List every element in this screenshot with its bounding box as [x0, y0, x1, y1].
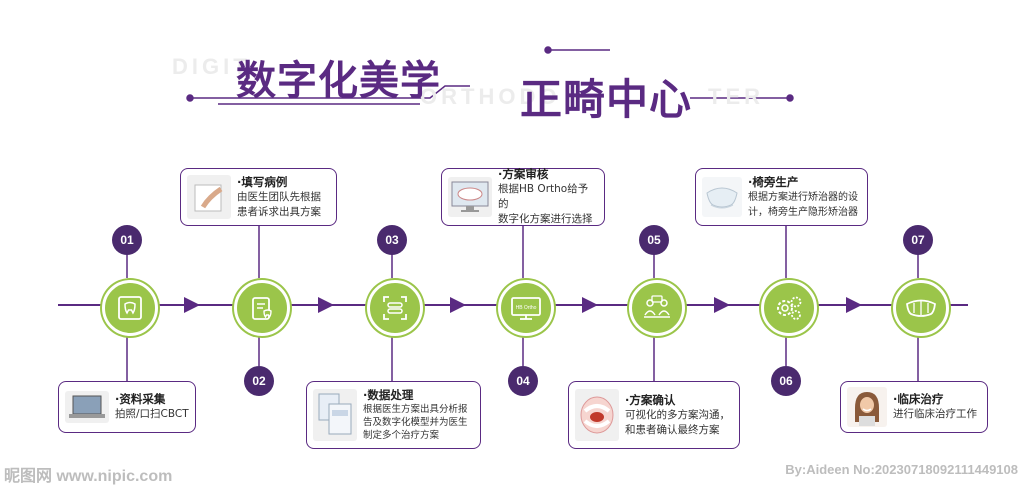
arrow-1 [184, 297, 200, 313]
step-node-5 [629, 280, 685, 336]
step-number-badge: 03 [377, 225, 407, 255]
aligner-image [702, 177, 742, 217]
teeth-icon [906, 299, 936, 317]
step-desc-line: 数字化方案进行选择 [498, 213, 593, 225]
step-number-badge: 07 [903, 225, 933, 255]
monitor-label: HB Ortho [516, 305, 537, 311]
monitor-icon: HB Ortho [511, 297, 541, 320]
reports-image [313, 389, 357, 441]
step-node-7 [893, 280, 949, 336]
mouth-model-image [575, 389, 619, 441]
watermark-word-1: DIGIT [172, 54, 251, 79]
consultation-icon [644, 295, 670, 318]
vertical-connectors [126, 226, 919, 382]
step-card-2: ·填写病例 由医生团队先根据 患者诉求出具方案 [180, 168, 337, 226]
step-title: ·方案审核 [498, 167, 549, 181]
circuit-decoration [186, 46, 794, 105]
page-title-line-1: 数字化美学 [236, 58, 441, 104]
scan-tooth-icon [383, 296, 407, 320]
smiling-woman-image [847, 387, 887, 427]
arrow-3 [450, 297, 466, 313]
step-number-badge: 04 [508, 366, 538, 396]
watermark-word-3: TER [708, 84, 764, 109]
step-desc-line: 和患者确认最终方案 [625, 423, 720, 436]
step-title: ·数据处理 [363, 388, 414, 402]
step-desc-line: 制定多个治疗方案 [363, 430, 440, 441]
step-node-1 [102, 280, 158, 336]
step-desc-line: 计，椅旁生产隐形矫治器 [748, 206, 858, 218]
step-desc-line: 可视化的多方案沟通， [625, 408, 730, 421]
step-card-3: ·数据处理 根据医生方案出具分析报 告及数字化模型并为医生 制定多个治疗方案 [306, 381, 481, 449]
step-title: ·椅旁生产 [748, 174, 799, 189]
step-node-4: HB Ortho [498, 280, 554, 336]
monitor-teeth-image [448, 177, 492, 217]
step-node-2 [234, 280, 290, 336]
step-card-7: ·临床治疗 进行临床治疗工作 [840, 381, 988, 433]
watermark-word-2: ORTHODO [420, 84, 561, 109]
footer-site-watermark: 昵图网 www.nipic.com [4, 468, 173, 485]
step-node-3 [367, 280, 423, 336]
step-card-4: ·方案审核 根据HB Ortho给予的 数字化方案进行选择 [441, 167, 605, 226]
step-desc-line: 告及数字化模型并为医生 [363, 417, 468, 428]
step-card-6: ·椅旁生产 根据方案进行矫治器的设 计，椅旁生产隐形矫治器 [695, 168, 868, 226]
hand-writing-image [187, 175, 231, 219]
flow-arrows [184, 297, 862, 313]
gears-icon [777, 296, 802, 320]
step-title: ·填写病例 [237, 174, 288, 189]
tablet-tooth-icon [118, 296, 142, 320]
step-desc-line: 根据方案进行矫治器的设 [748, 191, 858, 203]
step-desc-line: 根据医生方案出具分析报 [363, 404, 468, 415]
step-card-5: ·方案确认 可视化的多方案沟通， 和患者确认最终方案 [568, 381, 740, 449]
step-title: ·临床治疗 [893, 392, 944, 406]
step-number-badge: 01 [112, 225, 142, 255]
step-desc-line: 由医生团队先根据 [237, 190, 321, 203]
step-desc-line: 拍照/口扫CBCT [115, 408, 189, 420]
step-desc-line: 进行临床治疗工作 [893, 408, 977, 420]
page-title-line-2: 正畸中心 [520, 75, 693, 124]
step-number-badge: 05 [639, 225, 669, 255]
clipboard-tooth-icon [252, 297, 272, 320]
footer-author-watermark: By:Aideen No:20230718092111449108 [785, 462, 1018, 477]
step-desc-line: 患者诉求出具方案 [237, 205, 321, 218]
step-desc-line: 根据HB Ortho给予的 [498, 183, 589, 210]
step-card-1: ·资料采集 拍照/口扫CBCT [58, 381, 196, 433]
arrow-2 [318, 297, 334, 313]
step-title: ·方案确认 [625, 392, 676, 407]
step-number-badge: 02 [244, 366, 274, 396]
arrow-4 [582, 297, 598, 313]
step-number-badge: 06 [771, 366, 801, 396]
arrow-6 [846, 297, 862, 313]
step-title: ·资料采集 [115, 392, 166, 406]
arrow-5 [714, 297, 730, 313]
laptop-image [65, 391, 109, 423]
step-node-6 [761, 280, 817, 336]
